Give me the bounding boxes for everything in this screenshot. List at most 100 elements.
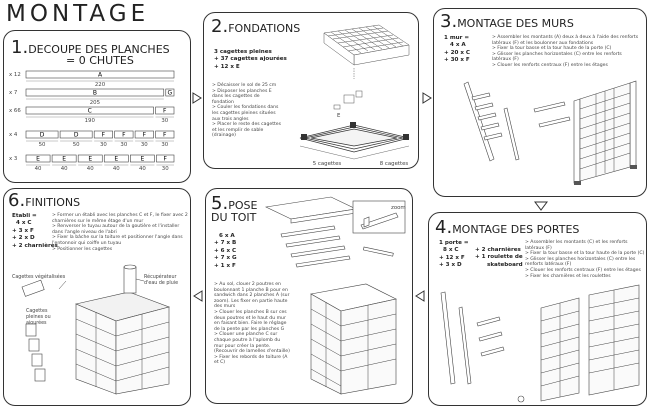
plank-piece <box>114 130 134 139</box>
instruction: > Assembler les montants (A) deux à deux… <box>492 35 639 46</box>
instruction: > Fixer les rebords de toiture (A et C) <box>214 354 288 366</box>
step1-number: 1. <box>11 37 29 58</box>
dimension-value: 30 <box>100 142 107 148</box>
instruction: > Glisser les planches horizontales (C) … <box>525 256 636 268</box>
plank-piece <box>156 154 175 163</box>
plank-label: F <box>163 108 167 115</box>
zoom-label: zoom <box>391 205 406 211</box>
dimension-value: 40 <box>61 166 68 172</box>
instruction: > Clouer les renforts centraux (F) entre… <box>525 267 641 273</box>
arrow-down-icon <box>534 201 548 211</box>
instruction: > Assembler les montants (C) et les renf… <box>525 240 628 251</box>
dimension-value: 50 <box>39 142 46 148</box>
qty-line: Etabli = <box>12 213 37 219</box>
label-vegetated-crates: Cagettes végétalisées <box>12 275 66 280</box>
step1-subtitle: = 0 CHUTES <box>66 54 134 67</box>
step4-hardware: + 2 charnières + 1 roulette de skateboar… <box>475 247 523 269</box>
instruction: > Glisser les planches horizontales (C) … <box>492 51 622 63</box>
qty-line: + 30 x F <box>444 57 470 64</box>
plank-piece <box>25 70 175 79</box>
qty-line: skateboard <box>487 261 523 268</box>
plank-label: F <box>163 132 167 139</box>
dim-8-cagettes: 8 cagettes <box>380 161 409 167</box>
panel-step6-finishing: 6.FINITIONS Etabli = 4 x C + 3 x F + 2 x… <box>3 188 191 406</box>
step2-quantities: 3 cagettes pleines + 37 cagettes ajourée… <box>214 49 287 71</box>
qty-line: + 7 x B <box>214 240 237 247</box>
step5-subtitle: DU TOIT <box>211 211 257 224</box>
step6-number: 6. <box>8 190 26 211</box>
dimension-value: 220 <box>95 82 106 88</box>
step1-title: DECOUPE DES PLANCHES <box>28 43 170 56</box>
panel-step2-foundations: 2.FONDATIONS 3 cagettes pleines + 37 cag… <box>203 12 419 169</box>
plank-piece <box>25 106 154 115</box>
qty-line: + 1 roulette de <box>475 254 523 261</box>
plank-piece <box>155 130 175 139</box>
plank-label: D <box>40 132 45 139</box>
instruction: > Clouer les renforts centraux (F) entre… <box>492 62 608 68</box>
dimension-value: 40 <box>35 166 42 172</box>
step4-heading: 4.MONTAGE DES PORTES <box>435 217 579 238</box>
plank-piece <box>25 130 59 139</box>
step3-heading: 3.MONTAGE DES MURS <box>440 11 574 32</box>
plank-piece <box>93 130 113 139</box>
dimension-value: 30 <box>162 166 169 172</box>
step3-instructions: > Assembler les montants (A) deux à deux… <box>492 35 642 69</box>
instruction: > Décaisser le sol de 25 cm <box>212 83 277 88</box>
qty-line: 4 x A <box>450 42 466 49</box>
qty-line: + 7 x G <box>214 255 237 262</box>
plank-label: F <box>143 132 147 139</box>
step2-title: FONDATIONS <box>228 22 301 35</box>
arrow-right-icon <box>192 92 202 104</box>
qty-line: 4 x C <box>16 220 32 227</box>
plank-label: A <box>98 72 103 79</box>
instruction: > Positionner les cagettes <box>52 246 113 252</box>
step5-quantities: 6 x A + 7 x B + 6 x C + 7 x G + 1 x F <box>214 233 237 270</box>
main-title: MONTAGE <box>6 1 150 27</box>
qty-line: 3 cagettes pleines <box>214 49 272 55</box>
plank-piece <box>77 154 103 163</box>
plank-piece <box>130 154 155 163</box>
panel-step3-walls: 3.MONTAGE DES MURS 1 mur = 4 x A + 20 x … <box>433 8 647 197</box>
dimension-value: 30 <box>161 118 168 124</box>
plank-piece <box>155 106 175 115</box>
plank-piece <box>59 130 93 139</box>
label-rainwater-collector: Récupérateur d'eau de pluie <box>144 275 179 286</box>
step6-quantities: Etabli = 4 x C + 3 x F + 2 x D + 2 charn… <box>12 213 58 250</box>
row-multiplier: x 3 <box>9 156 17 162</box>
dimension-value: 205 <box>90 100 100 106</box>
instruction: > Renverser le tuyau autour de la goutiè… <box>52 224 180 235</box>
step5-title: POSE <box>228 199 258 212</box>
plank-label: B <box>93 90 97 97</box>
qty-line: 8 x C <box>443 247 459 254</box>
instruction: > Fixer la tour basse et la tour haute d… <box>525 251 645 257</box>
step3-title: MONTAGE DES MURS <box>457 17 574 30</box>
qty-line: 1 porte = <box>439 240 469 246</box>
instruction: > Couler les fondations dans les cagette… <box>212 105 279 122</box>
step4-number: 4. <box>435 217 453 238</box>
plank-label: E <box>140 156 144 163</box>
step5-number: 5. <box>211 193 229 214</box>
step2-number: 2. <box>211 16 229 37</box>
step6-title: FINITIONS <box>25 196 81 209</box>
foundation-crate-grid: 5 cagettes 8 cagettes E <box>299 24 410 167</box>
dimension-value: 40 <box>113 166 120 172</box>
plank-label: C <box>88 108 92 115</box>
plank-label: E <box>88 156 92 163</box>
dimension-value: 30 <box>141 142 148 148</box>
plank-label: F <box>163 156 167 163</box>
instruction: > Fixer la tour basse et la tour haute d… <box>492 46 612 52</box>
dimension-value: 30 <box>120 142 127 148</box>
qty-line: + 2 charnières <box>475 247 521 253</box>
roof-illustration: zoom <box>264 196 406 395</box>
dimension-value: 50 <box>73 142 80 148</box>
step5-heading: 5.POSE <box>211 193 257 214</box>
plank-label: E <box>62 156 66 163</box>
step5-instructions: > Au sol, clouer 2 poutres en boulonnant… <box>214 282 290 366</box>
arrow-right-icon <box>422 92 432 104</box>
qty-line: + 1 x F <box>214 262 236 269</box>
label-e: E <box>337 113 341 119</box>
wall-assembly-illustration <box>463 80 637 185</box>
qty-line: 1 mur = <box>444 35 470 41</box>
plank-piece <box>25 154 51 163</box>
